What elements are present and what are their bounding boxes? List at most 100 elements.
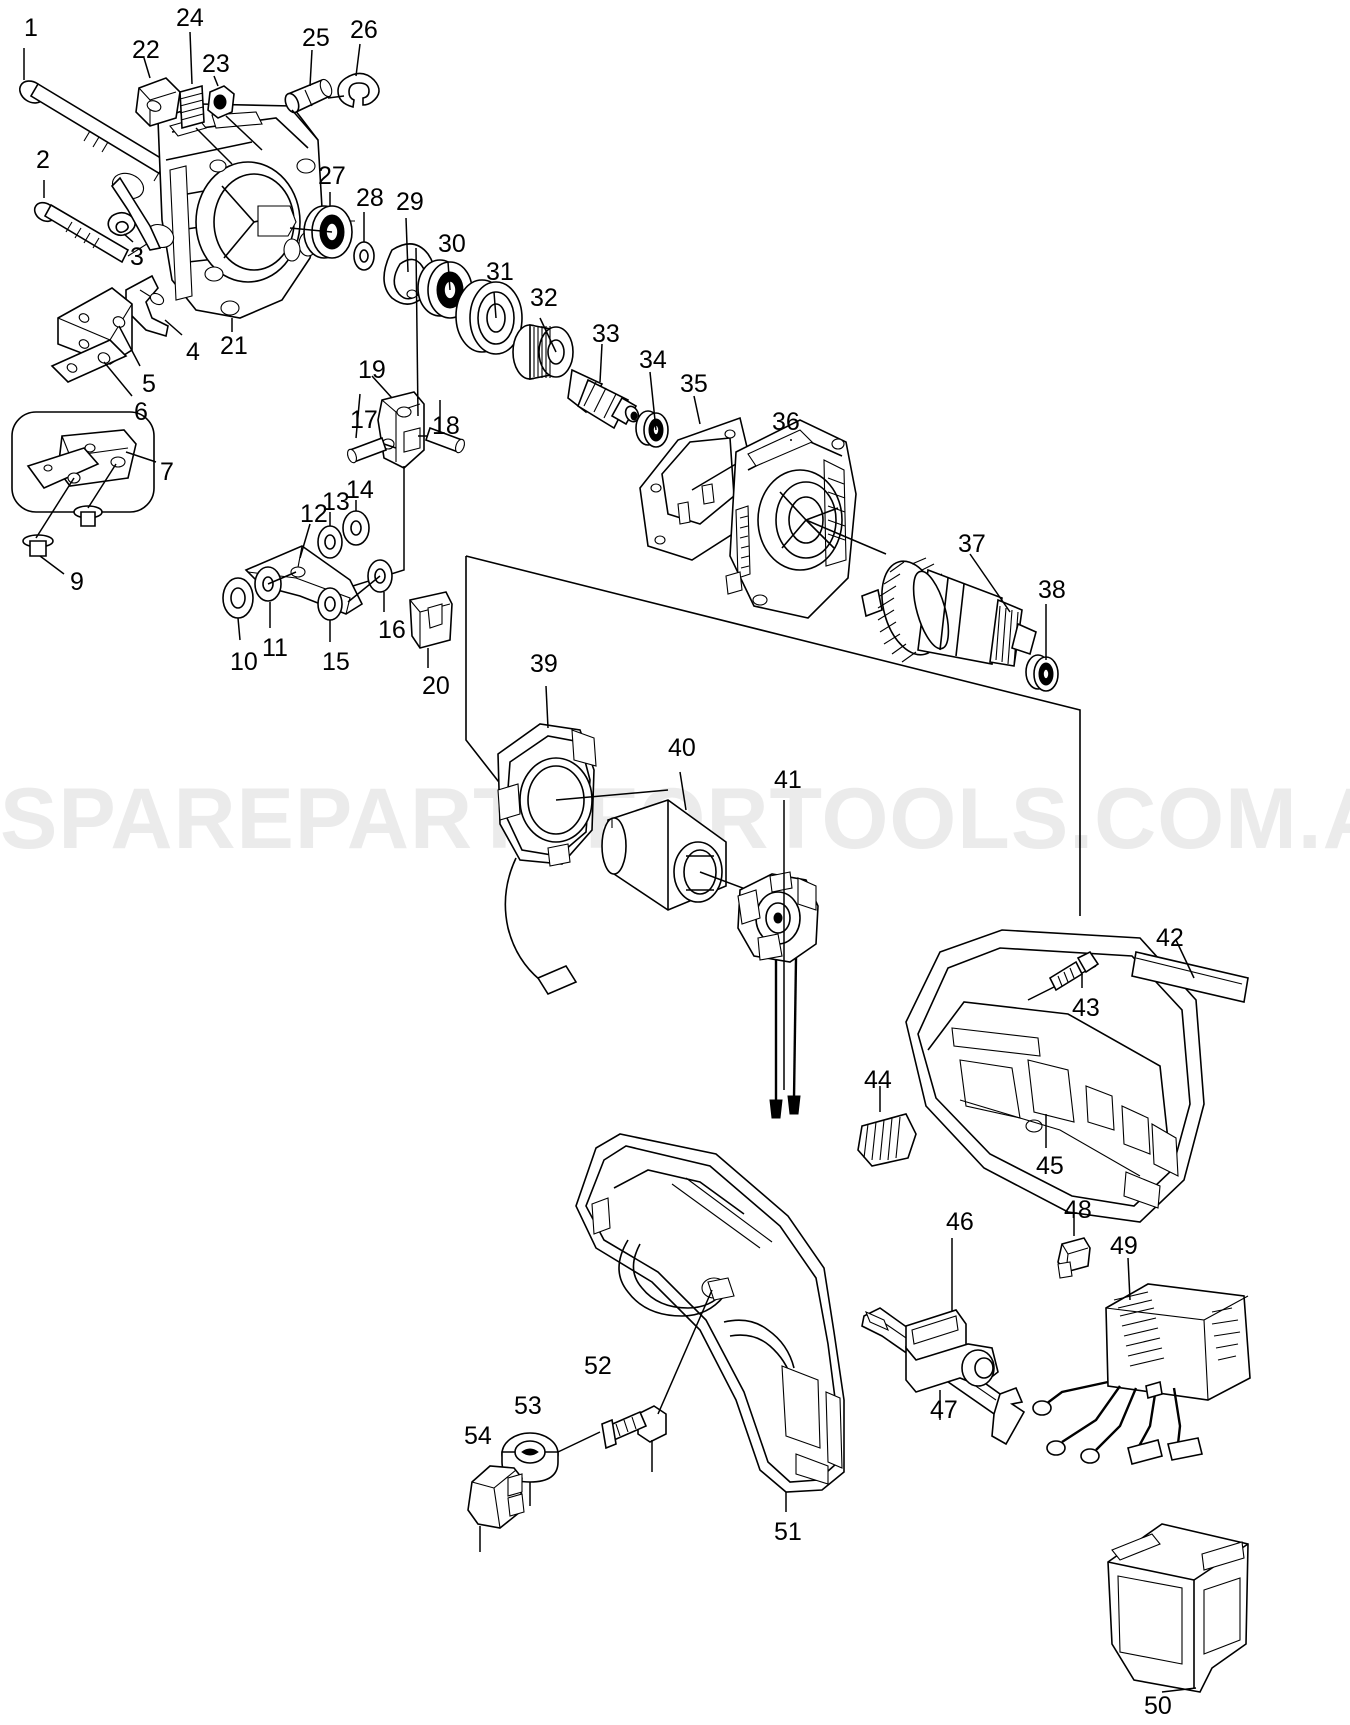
callout-2: 2 xyxy=(36,146,50,174)
callout-27: 27 xyxy=(318,162,346,190)
part-34-ball-bearing xyxy=(635,371,669,448)
callout-12: 12 xyxy=(300,500,328,528)
callout-43: 43 xyxy=(1072,994,1100,1022)
callout-40: 40 xyxy=(668,734,696,762)
part-15-ring xyxy=(317,587,343,642)
callout-21: 21 xyxy=(220,332,248,360)
part-49-controller-module xyxy=(1032,1257,1251,1465)
callout-31: 31 xyxy=(486,258,514,286)
callout-9: 9 xyxy=(70,568,84,596)
part-24-spring xyxy=(179,31,233,165)
part-53-grommet xyxy=(501,1431,601,1506)
callout-33: 33 xyxy=(592,320,620,348)
callout-41: 41 xyxy=(774,766,802,794)
callout-3: 3 xyxy=(130,243,144,271)
callout-36: 36 xyxy=(772,408,800,436)
callout-4: 4 xyxy=(186,338,200,366)
callout-48: 48 xyxy=(1064,1196,1092,1224)
callout-49: 49 xyxy=(1110,1232,1138,1260)
callout-30: 30 xyxy=(438,230,466,258)
callout-5: 5 xyxy=(142,370,156,398)
part-4-lever-bracket xyxy=(125,274,183,338)
callout-28: 28 xyxy=(356,184,384,212)
part-21-gear-housing xyxy=(110,103,323,332)
part-48-terminal-clip xyxy=(1057,1218,1091,1279)
callout-15: 15 xyxy=(322,648,350,676)
part-27-ball-bearing xyxy=(289,192,353,259)
part-33-spindle xyxy=(567,343,640,430)
callout-19: 19 xyxy=(358,356,386,384)
part-20-switch-block-cover xyxy=(409,591,453,668)
part-25-shaft-pin xyxy=(284,49,333,141)
callout-7: 7 xyxy=(160,458,174,486)
part-19-yoke-bracket xyxy=(339,247,425,591)
callout-38: 38 xyxy=(1038,576,1066,604)
callout-52: 52 xyxy=(584,1352,612,1380)
callout-47: 47 xyxy=(930,1396,958,1424)
part-45-handle-housing-right xyxy=(905,929,1205,1223)
part-40-field-coil xyxy=(601,771,765,911)
callout-16: 16 xyxy=(378,616,406,644)
callout-44: 44 xyxy=(864,1066,892,1094)
callout-18: 18 xyxy=(432,412,460,440)
part-14-washer xyxy=(342,500,370,546)
part-17-pin xyxy=(346,393,397,464)
part-3-retaining-ring-small xyxy=(107,211,136,243)
callout-17: 17 xyxy=(350,406,378,434)
part-11-flat-washer-medium xyxy=(254,566,297,628)
part-39-fan-baffle xyxy=(497,685,669,996)
callout-46: 46 xyxy=(946,1208,974,1236)
callout-1: 1 xyxy=(24,14,38,42)
callout-53: 53 xyxy=(514,1392,542,1420)
part-26-e-clip xyxy=(327,43,380,109)
part-9-pan-head-screw-lower xyxy=(22,477,75,575)
callout-23: 23 xyxy=(202,50,230,78)
part-22-roller-block xyxy=(135,57,181,127)
part-37-armature xyxy=(861,553,1037,667)
callout-34: 34 xyxy=(639,346,667,374)
callout-50: 50 xyxy=(1144,1692,1172,1720)
callout-22: 22 xyxy=(132,36,160,64)
part-13-washer xyxy=(317,512,343,559)
callout-37: 37 xyxy=(958,530,986,558)
part-18-pin xyxy=(418,400,466,454)
part-31-cam-disc xyxy=(455,279,523,355)
part-10-flat-washer-large xyxy=(222,577,254,641)
callout-10: 10 xyxy=(230,648,258,676)
callout-39: 39 xyxy=(530,650,558,678)
part-42-name-plate-strip xyxy=(1131,939,1249,1003)
assembly-bracket-lines xyxy=(465,555,1081,916)
callout-20: 20 xyxy=(422,672,450,700)
callout-42: 42 xyxy=(1156,924,1184,952)
part-50-battery-terminal-block xyxy=(1107,1523,1249,1693)
part-38-ball-bearing xyxy=(1025,604,1059,692)
callout-25: 25 xyxy=(302,24,330,52)
part-32-bevel-gear xyxy=(512,317,574,380)
part-36-motor-housing xyxy=(725,419,887,619)
part-8-pan-head-screw-upper xyxy=(73,463,117,527)
callout-26: 26 xyxy=(350,16,378,44)
part-28-washer xyxy=(353,212,375,271)
part-47-speed-control-dial xyxy=(905,1309,999,1420)
callout-54: 54 xyxy=(464,1422,492,1450)
callout-32: 32 xyxy=(530,284,558,312)
part-51-handle-housing-left xyxy=(575,1133,845,1512)
part-43-tapping-screw xyxy=(1048,950,1100,992)
part-52-screw-and-block xyxy=(601,1289,713,1472)
part-54-end-cap xyxy=(467,1465,525,1552)
part-23-hex-nut xyxy=(207,75,263,151)
part-41-brush-holder-assembly xyxy=(737,800,819,1119)
callout-51: 51 xyxy=(774,1518,802,1546)
callout-11: 11 xyxy=(262,634,288,662)
callout-6: 6 xyxy=(134,398,148,426)
callout-45: 45 xyxy=(1036,1152,1064,1180)
callout-29: 29 xyxy=(396,188,424,216)
part-44-switch-lever xyxy=(857,1086,917,1167)
part-7-base-plate-assembly xyxy=(11,411,157,513)
callout-13: 13 xyxy=(322,488,350,516)
callout-24: 24 xyxy=(176,4,204,32)
callout-14: 14 xyxy=(346,476,374,504)
part-6-shoe-plate xyxy=(50,339,133,397)
